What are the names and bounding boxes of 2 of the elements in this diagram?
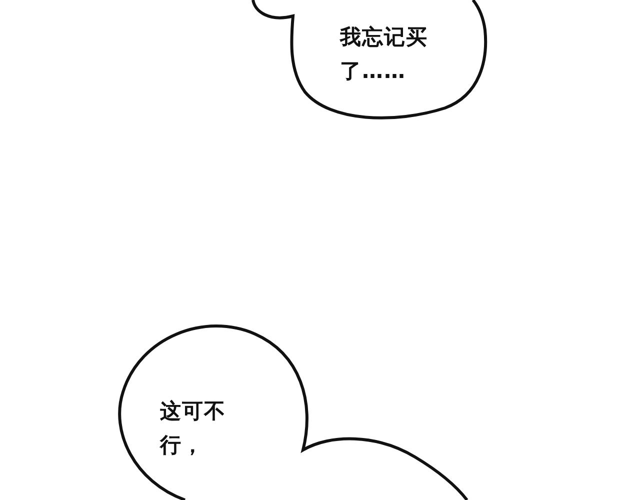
speech-text: 我忘记买了…… bbox=[340, 24, 429, 85]
speech-text: 这可不行， bbox=[160, 398, 227, 459]
